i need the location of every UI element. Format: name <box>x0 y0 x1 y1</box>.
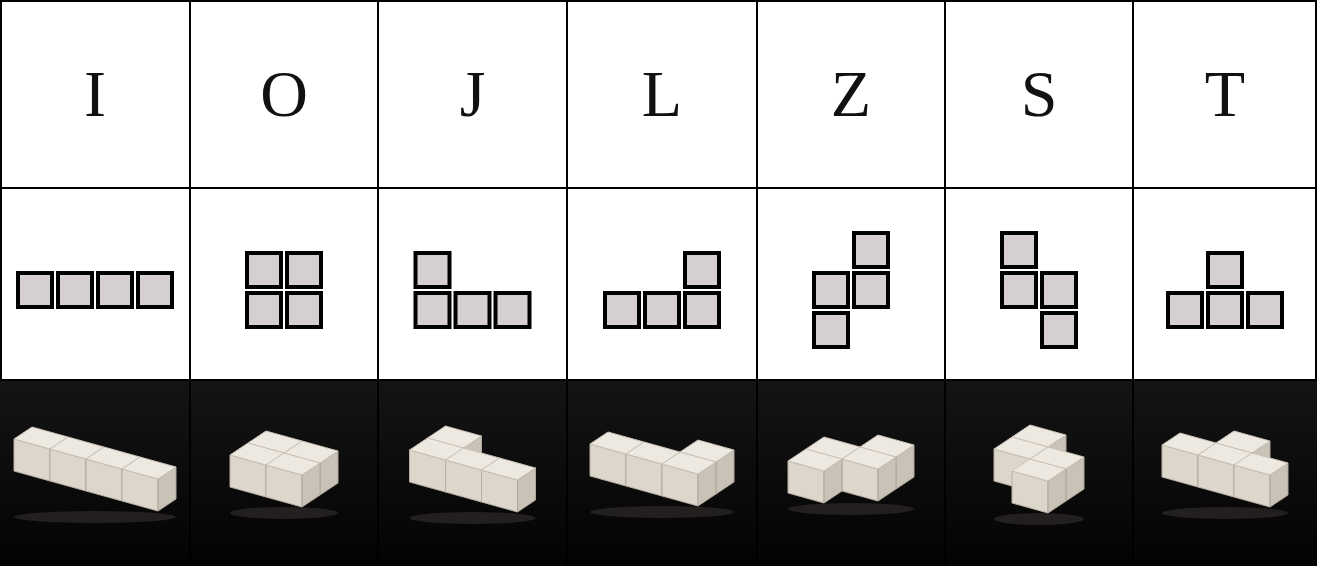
module-square <box>685 253 719 287</box>
module-square <box>1002 233 1036 267</box>
cube-module-photo <box>230 431 338 519</box>
module-square <box>287 293 321 327</box>
cube-module-photo <box>1162 431 1288 519</box>
header-cell: L <box>567 0 757 188</box>
module-square <box>138 273 172 307</box>
header-cell: S <box>945 0 1133 188</box>
module-square <box>814 313 848 347</box>
cube-top <box>482 458 536 480</box>
module-square <box>685 293 719 327</box>
module-square <box>1168 293 1202 327</box>
header-cell: J <box>378 0 567 188</box>
module-square <box>814 273 848 307</box>
tetromino-diagram <box>247 253 321 327</box>
module-square <box>1248 293 1282 327</box>
module-square <box>18 273 52 307</box>
shape-letter: S <box>1021 61 1058 127</box>
module-square <box>645 293 679 327</box>
tetromino-diagram <box>416 253 530 327</box>
cube-top <box>1234 453 1288 475</box>
module-square <box>287 253 321 287</box>
module-square <box>854 273 888 307</box>
module-square <box>605 293 639 327</box>
cube-module-photo <box>14 427 176 523</box>
tetromino-diagram <box>814 233 888 347</box>
module-square <box>247 293 281 327</box>
module-square <box>1208 253 1242 287</box>
module-square <box>854 233 888 267</box>
cube-top <box>266 453 320 475</box>
header-cell: T <box>1133 0 1317 188</box>
cube-module-photo <box>788 435 914 515</box>
header-cell: I <box>0 0 190 188</box>
photo-background <box>0 380 1317 566</box>
tetromino-diagram <box>1002 233 1076 347</box>
module-square <box>416 293 450 327</box>
cube-top <box>1012 459 1066 481</box>
cube-top <box>788 449 842 471</box>
module-square <box>1002 273 1036 307</box>
shape-letter: T <box>1205 61 1245 127</box>
shape-letter: J <box>460 61 486 127</box>
module-square <box>1042 313 1076 347</box>
module-square <box>1042 273 1076 307</box>
module-square <box>496 293 530 327</box>
tetromino-diagram <box>18 273 172 307</box>
shape-letter: O <box>260 61 308 127</box>
shape-letter: Z <box>831 61 871 127</box>
module-square <box>98 273 132 307</box>
module-square <box>58 273 92 307</box>
cube-module-photo <box>994 425 1084 525</box>
module-square <box>416 253 450 287</box>
tetromino-diagram <box>1168 253 1282 327</box>
header-cell: O <box>190 0 378 188</box>
cube-top <box>662 452 716 474</box>
module-square <box>456 293 490 327</box>
cube-top <box>122 457 176 479</box>
header-cell: Z <box>757 0 945 188</box>
cube-module-photo <box>590 432 734 518</box>
cube-module-photo <box>410 426 536 524</box>
module-square <box>247 253 281 287</box>
shape-letter: L <box>642 61 682 127</box>
module-square <box>1208 293 1242 327</box>
tetromino-diagram <box>605 253 719 327</box>
cube-top <box>842 447 896 469</box>
shape-letter: I <box>84 61 106 127</box>
